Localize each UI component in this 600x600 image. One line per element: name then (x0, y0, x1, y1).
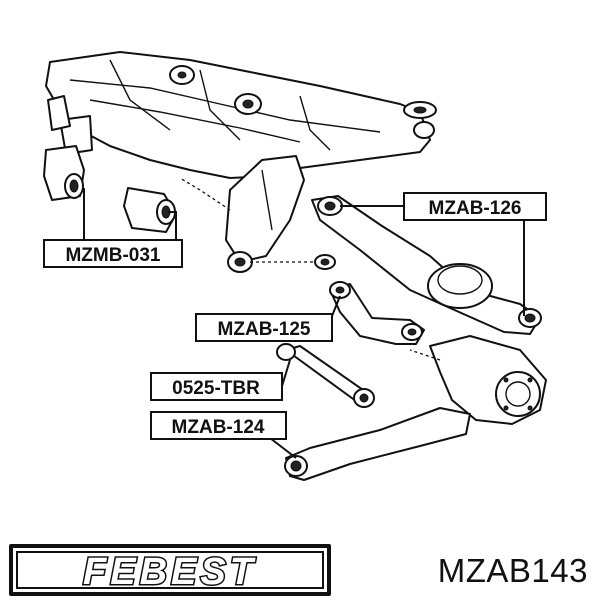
rear-subframe (45, 51, 437, 273)
febest-logo: FEBEST (9, 544, 331, 596)
label-mzab-125-text: MZAB-125 (218, 319, 311, 340)
label-0525-tbr-text: 0525-TBR (172, 378, 260, 399)
arm-mzab-125 (329, 281, 425, 345)
label-mzmb-031-text: MZMB-031 (65, 245, 160, 266)
label-mzab-126: MZAB-126 (403, 192, 547, 221)
tie-rod-0525-tbr (276, 343, 375, 408)
bushing-mzmb-031 (43, 145, 177, 233)
knuckle-hub (429, 335, 547, 425)
arm-mzab-126 (311, 195, 542, 335)
label-mzmb-031: MZMB-031 (43, 239, 183, 268)
part-number: MZAB143 (437, 552, 588, 589)
label-mzab-125: MZAB-125 (195, 313, 333, 342)
logo-text: FEBEST (83, 551, 257, 593)
label-mzab-124: MZAB-124 (150, 411, 287, 440)
label-mzab-126-text: MZAB-126 (429, 198, 522, 219)
label-0525-tbr: 0525-TBR (150, 372, 283, 401)
arm-mzab-124 (284, 349, 471, 481)
label-mzab-124-text: MZAB-124 (172, 417, 265, 438)
